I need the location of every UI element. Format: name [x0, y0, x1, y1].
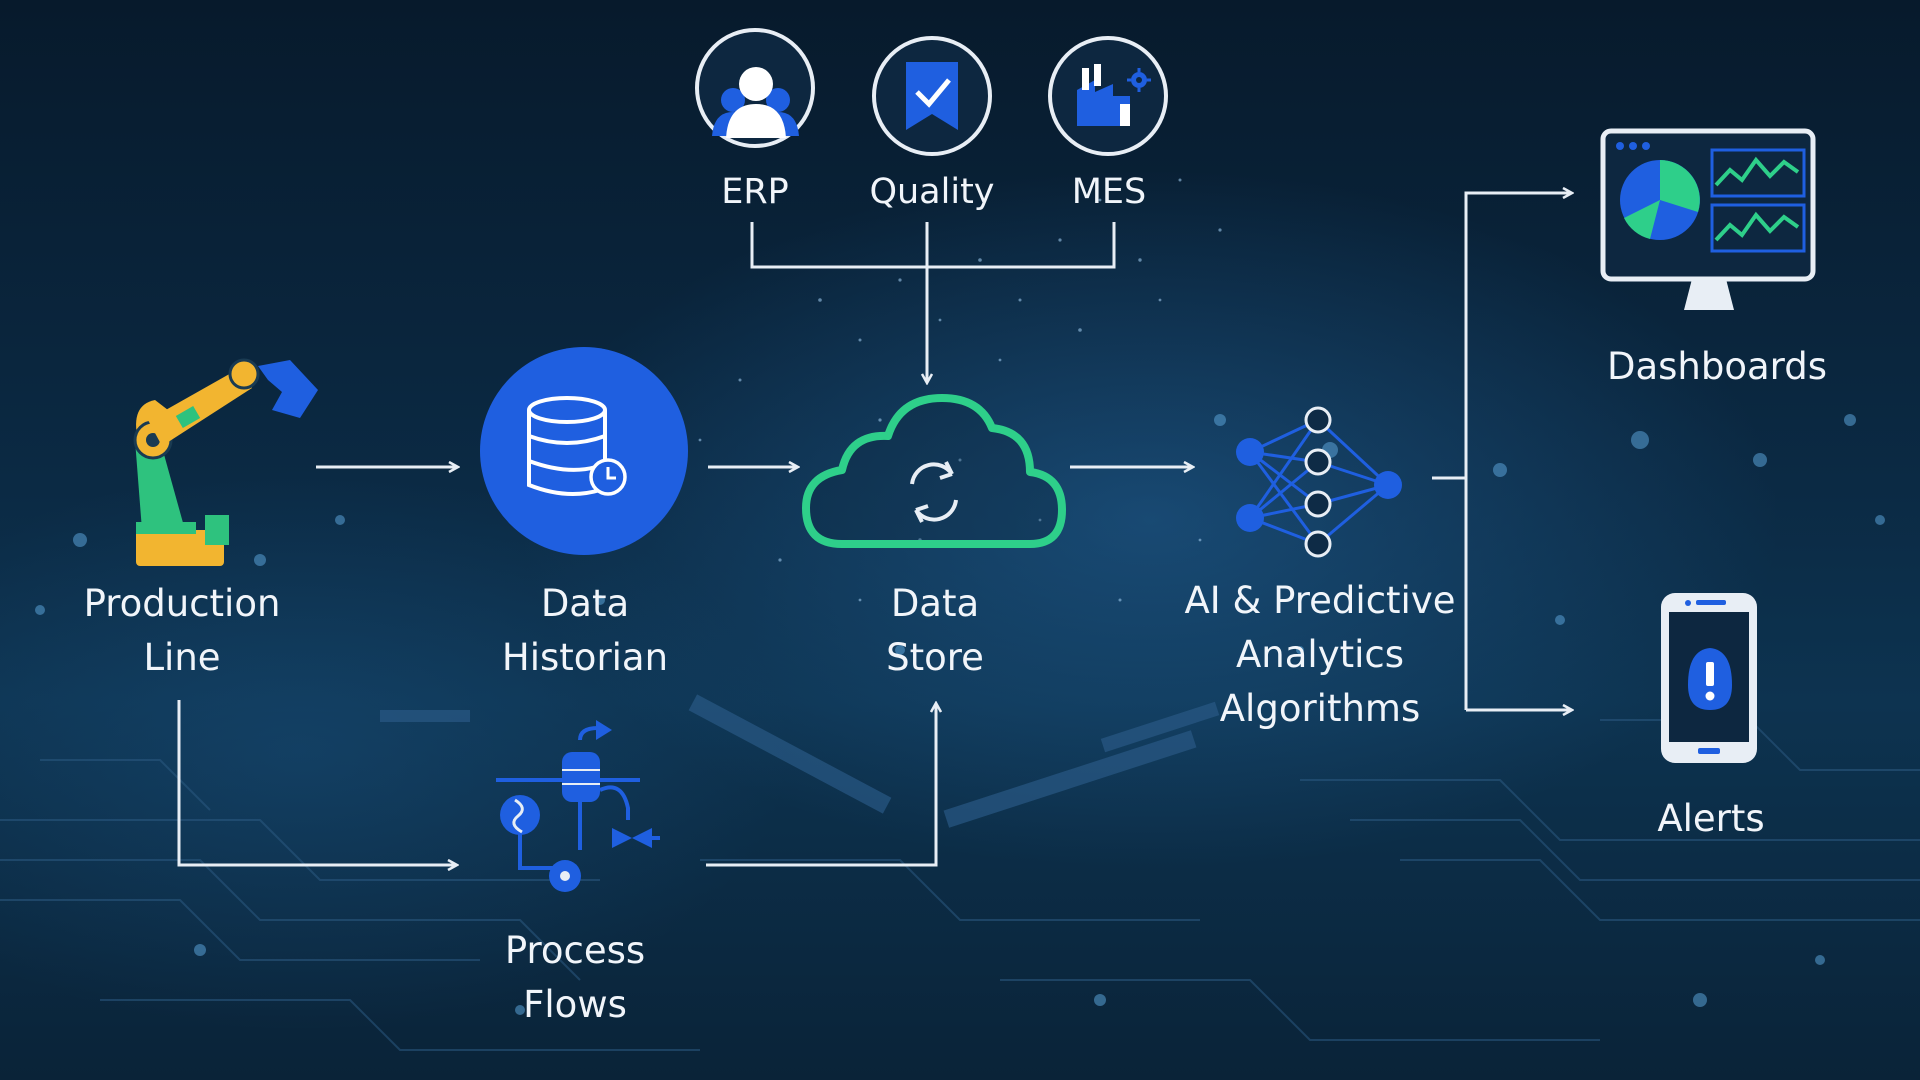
phone-alert-icon [1661, 593, 1757, 763]
bookmark-check-icon [872, 36, 992, 156]
process-flow-icon [496, 720, 660, 892]
process-flows-label: Process Flows [504, 929, 646, 1026]
cloud-sync-icon [802, 394, 1066, 548]
arrow-ai-to-dashboards [1464, 193, 1572, 710]
factory-gear-icon [1048, 36, 1168, 156]
robot-arm-icon [133, 358, 318, 566]
data-store-label: Data Store [886, 582, 984, 679]
arrow-production-to-process [177, 700, 457, 865]
connector-erp-quality-mes [750, 222, 1116, 269]
monitor-dashboard-icon [1600, 128, 1816, 310]
mes-label: MES [1071, 172, 1147, 212]
arrow-process-to-store [706, 703, 936, 867]
dashboards-label: Dashboards [1606, 345, 1827, 388]
quality-label: Quality [869, 172, 995, 212]
alerts-label: Alerts [1657, 797, 1765, 840]
neural-network-icon [1236, 406, 1402, 558]
users-icon [695, 28, 815, 148]
erp-label: ERP [721, 172, 789, 212]
database-clock-icon [480, 347, 688, 555]
production-line-label: Production Line [83, 582, 281, 679]
data-historian-label: Data Historian [501, 582, 669, 679]
ai-analytics-label: AI & Predictive Analytics Algorithms [1184, 579, 1456, 730]
